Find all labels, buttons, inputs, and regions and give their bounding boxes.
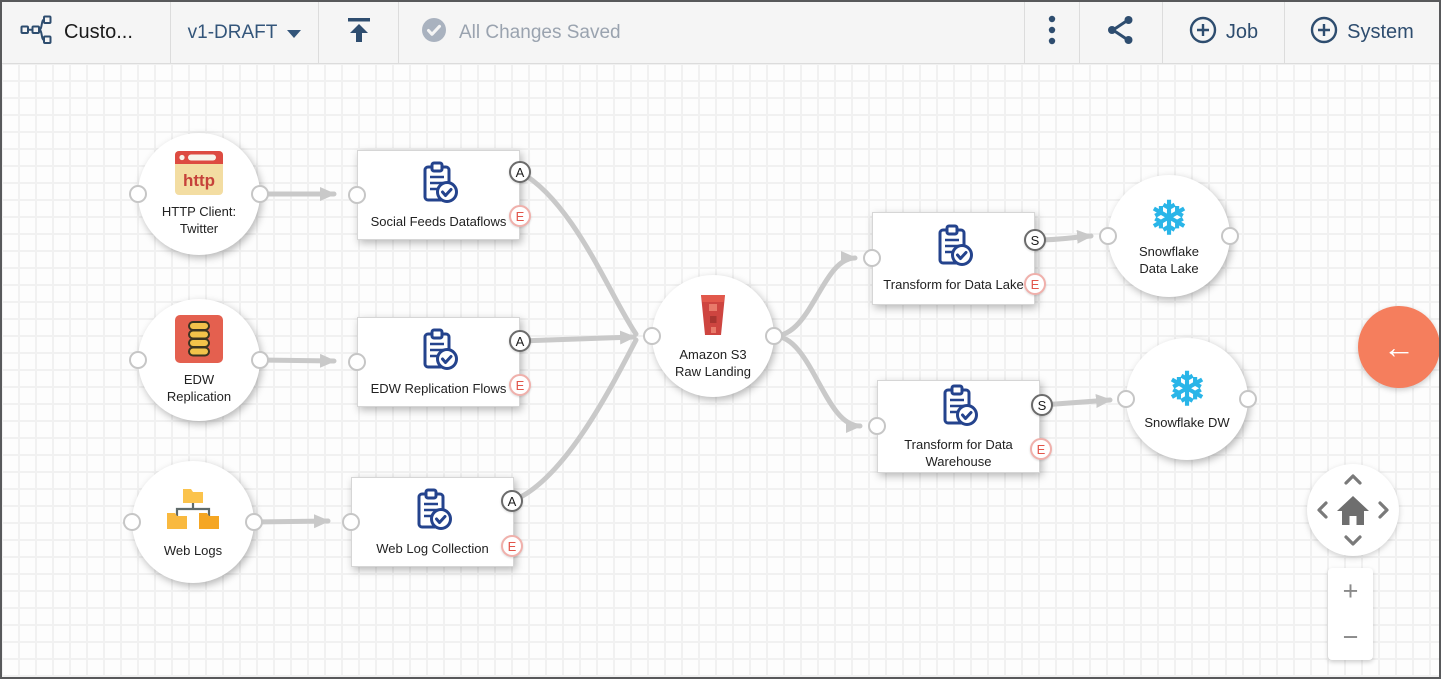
clipboard-check-icon: [410, 487, 456, 538]
pan-right-chevron: [1378, 501, 1389, 519]
port-input[interactable]: [348, 353, 366, 371]
node-label: Web Logs: [163, 542, 223, 558]
node-label: HTTP Client:Twitter: [161, 204, 237, 236]
badge-success[interactable]: S: [1024, 229, 1046, 251]
port-input[interactable]: [348, 186, 366, 204]
node-web-logs[interactable]: Web Logs: [132, 461, 254, 583]
kebab-menu-icon: [1048, 15, 1056, 50]
badge-success[interactable]: S: [1031, 394, 1053, 416]
node-edw-replication-flows[interactable]: EDW Replication Flows: [357, 317, 520, 407]
collapse-panel-button[interactable]: ←: [1358, 306, 1439, 388]
badge-error[interactable]: E: [501, 535, 523, 557]
badge-error[interactable]: E: [1030, 438, 1052, 460]
version-label: v1-DRAFT: [187, 21, 278, 43]
port-output[interactable]: [251, 351, 269, 369]
port-input[interactable]: [1117, 390, 1135, 408]
node-transform-for-data-warehouse[interactable]: Transform for Data Warehouse: [877, 380, 1040, 473]
pipeline-header: Custo...: [2, 2, 170, 63]
node-label: Transform for Data Lake: [883, 277, 1024, 293]
node-snowflake-dw[interactable]: ❄ Snowflake DW: [1126, 338, 1248, 460]
zoom-out-button[interactable]: −: [1342, 621, 1359, 652]
port-input[interactable]: [643, 327, 661, 345]
port-output[interactable]: [765, 327, 783, 345]
pipeline-canvas[interactable]: http HTTP Client:Twitter: [2, 64, 1439, 677]
saved-check-icon: [421, 17, 447, 48]
node-social-feeds-dataflows[interactable]: Social Feeds Dataflows: [357, 150, 520, 240]
upload-icon: [344, 15, 374, 50]
badge-error[interactable]: E: [1024, 273, 1046, 295]
badge-automatic[interactable]: A: [509, 161, 531, 183]
badge-automatic[interactable]: A: [501, 490, 523, 512]
node-label: Snowflake DW: [1144, 415, 1230, 431]
pan-down-chevron: [1344, 535, 1362, 546]
arrow-left-icon: ←: [1383, 329, 1415, 365]
snowflake-icon: ❄: [1149, 191, 1189, 244]
add-job-label: Job: [1225, 21, 1259, 43]
svg-text:http: http: [183, 171, 215, 190]
node-label: EDW Replication Flows: [370, 380, 507, 396]
node-label: Web Log Collection: [376, 540, 489, 556]
port-output[interactable]: [1221, 227, 1239, 245]
pan-left-chevron: [1317, 501, 1328, 519]
add-system-label: System: [1347, 21, 1414, 43]
port-input[interactable]: [1099, 227, 1117, 245]
node-transform-for-data-lake[interactable]: Transform for Data Lake: [872, 212, 1035, 305]
node-label: Social Feeds Dataflows: [370, 213, 507, 229]
toolbar: Custo... v1-DRAFT All Changes Saved: [2, 2, 1439, 64]
folder-tree-icon: [166, 485, 220, 540]
home-icon: [1337, 496, 1369, 525]
share-icon: [1106, 15, 1136, 50]
pipeline-logo-icon: [20, 15, 52, 50]
port-input[interactable]: [123, 513, 141, 531]
clipboard-check-icon: [416, 160, 462, 211]
port-output[interactable]: [251, 185, 269, 203]
port-input[interactable]: [863, 249, 881, 267]
chevron-down-icon: [287, 29, 302, 38]
database-icon: [174, 314, 224, 369]
snowflake-icon: ❄: [1167, 363, 1207, 416]
badge-automatic[interactable]: A: [509, 330, 531, 352]
badge-error[interactable]: E: [509, 374, 531, 396]
version-dropdown[interactable]: v1-DRAFT: [170, 2, 318, 63]
plus-circle-icon: [1310, 16, 1338, 49]
pipeline-title: Custo...: [64, 21, 133, 43]
share-button[interactable]: [1079, 2, 1162, 63]
zoom-controls: + −: [1328, 568, 1373, 660]
port-input[interactable]: [342, 513, 360, 531]
port-output[interactable]: [1239, 390, 1257, 408]
amazon-s3-icon: [690, 291, 736, 344]
clipboard-check-icon: [931, 223, 977, 274]
pan-up-chevron: [1344, 474, 1362, 485]
canvas-navigation-pad[interactable]: [1306, 463, 1400, 557]
port-input[interactable]: [129, 351, 147, 369]
clipboard-check-icon: [416, 327, 462, 378]
add-system-button[interactable]: System: [1284, 2, 1439, 63]
zoom-in-button[interactable]: +: [1342, 575, 1359, 606]
add-job-button[interactable]: Job: [1162, 2, 1284, 63]
node-web-log-collection[interactable]: Web Log Collection: [351, 477, 514, 567]
node-label: Transform for Data Warehouse: [904, 437, 1013, 469]
port-input[interactable]: [868, 417, 886, 435]
save-status: All Changes Saved: [398, 2, 1024, 63]
upload-button[interactable]: [318, 2, 398, 63]
node-http-client-twitter[interactable]: http HTTP Client:Twitter: [138, 133, 260, 255]
port-output[interactable]: [245, 513, 263, 531]
clipboard-check-icon: [936, 383, 982, 434]
save-status-text: All Changes Saved: [459, 21, 621, 43]
more-menu-button[interactable]: [1024, 2, 1079, 63]
plus-circle-icon: [1189, 16, 1217, 49]
badge-error[interactable]: E: [509, 205, 531, 227]
port-input[interactable]: [129, 185, 147, 203]
http-client-icon: http: [174, 150, 224, 201]
